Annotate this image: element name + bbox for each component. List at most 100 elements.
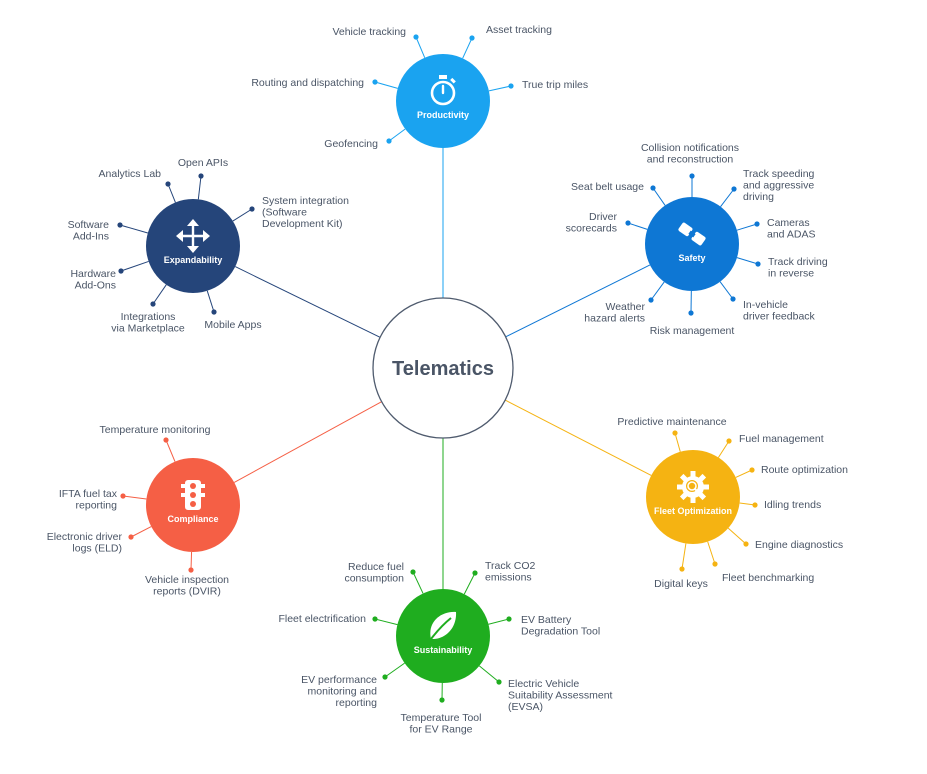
spoke-dot bbox=[506, 616, 512, 622]
spoke-dot bbox=[372, 79, 378, 85]
center-node: Telematics bbox=[372, 297, 514, 439]
item-label: Open APIs bbox=[178, 157, 228, 169]
item-label: Temperature monitoring bbox=[100, 424, 211, 436]
spoke-line bbox=[415, 36, 426, 58]
spoke-dot bbox=[508, 83, 514, 89]
leaf-icon bbox=[430, 611, 457, 640]
spoke-dot bbox=[648, 297, 654, 303]
spoke-dot bbox=[625, 220, 631, 226]
spoke-line bbox=[165, 439, 176, 462]
hub-label: Safety bbox=[678, 253, 705, 263]
spoke-dot bbox=[386, 138, 392, 144]
spoke-dot bbox=[120, 493, 126, 499]
spoke-dot bbox=[688, 310, 694, 316]
item-label: Vehicle tracking bbox=[332, 26, 406, 38]
spoke-line bbox=[119, 224, 148, 234]
item-label: Fuel management bbox=[739, 433, 824, 445]
hub-label: Productivity bbox=[417, 110, 469, 120]
spoke-dot bbox=[382, 674, 388, 680]
hub-label: Expandability bbox=[164, 255, 223, 265]
item-label: Analytics Lab bbox=[99, 168, 162, 180]
spoke-dot bbox=[188, 567, 194, 573]
spoke-dot bbox=[689, 173, 695, 179]
spoke-dot bbox=[439, 697, 445, 703]
spoke-dot bbox=[249, 206, 255, 212]
item-label: Digital keys bbox=[654, 578, 708, 590]
item-label: Risk management bbox=[650, 325, 735, 337]
hub-circle bbox=[396, 54, 490, 148]
spoke-dot bbox=[743, 541, 749, 547]
spoke-dot bbox=[755, 261, 761, 267]
spoke-line bbox=[120, 260, 149, 272]
spoke-dot bbox=[372, 616, 378, 622]
spoke-dot bbox=[672, 430, 678, 436]
spoke-dot bbox=[163, 437, 169, 443]
item-label: Routing and dispatching bbox=[251, 77, 364, 89]
item-label: Idling trends bbox=[764, 499, 821, 511]
spoke-line bbox=[488, 85, 512, 92]
spoke-line bbox=[719, 281, 734, 300]
spoke-line bbox=[190, 551, 193, 571]
spoke-line bbox=[479, 665, 500, 683]
spoke-line bbox=[736, 257, 759, 265]
item-label: Predictive maintenance bbox=[617, 416, 726, 428]
seatbelt-icon bbox=[678, 222, 706, 246]
stopwatch-icon bbox=[430, 75, 456, 106]
item-label: Fleet benchmarking bbox=[722, 572, 814, 584]
connector-expandability bbox=[235, 266, 381, 338]
spoke-dot bbox=[679, 566, 685, 572]
spoke-dot bbox=[754, 221, 760, 227]
spoke-line bbox=[232, 208, 253, 222]
spoke-line bbox=[384, 662, 405, 678]
spoke-line bbox=[735, 469, 753, 478]
spoke-dot bbox=[472, 570, 478, 576]
item-label: Fleet electrification bbox=[278, 613, 366, 625]
spoke-dot bbox=[469, 35, 475, 41]
spoke-dot bbox=[165, 181, 171, 187]
spoke-dot bbox=[712, 561, 718, 567]
spoke-line bbox=[727, 527, 747, 545]
spoke-line bbox=[674, 432, 681, 452]
item-label: Seat belt usage bbox=[571, 181, 644, 193]
hub-label: Compliance bbox=[167, 514, 218, 524]
spoke-dot bbox=[118, 268, 124, 274]
spoke-dot bbox=[128, 534, 134, 540]
spoke-line bbox=[374, 81, 398, 89]
spoke-dot bbox=[650, 185, 656, 191]
spoke-dot bbox=[726, 438, 732, 444]
spoke-dot bbox=[117, 222, 123, 228]
spoke-dot bbox=[413, 34, 419, 40]
spoke-line bbox=[167, 183, 176, 203]
item-label: Mobile Apps bbox=[204, 319, 261, 331]
spoke-dot bbox=[730, 296, 736, 302]
spoke-line bbox=[197, 175, 202, 200]
spoke-dot bbox=[410, 569, 416, 575]
spoke-line bbox=[681, 543, 687, 570]
spoke-line bbox=[130, 526, 152, 538]
connector-fleet-optimization bbox=[504, 399, 652, 476]
spoke-line bbox=[707, 541, 716, 565]
